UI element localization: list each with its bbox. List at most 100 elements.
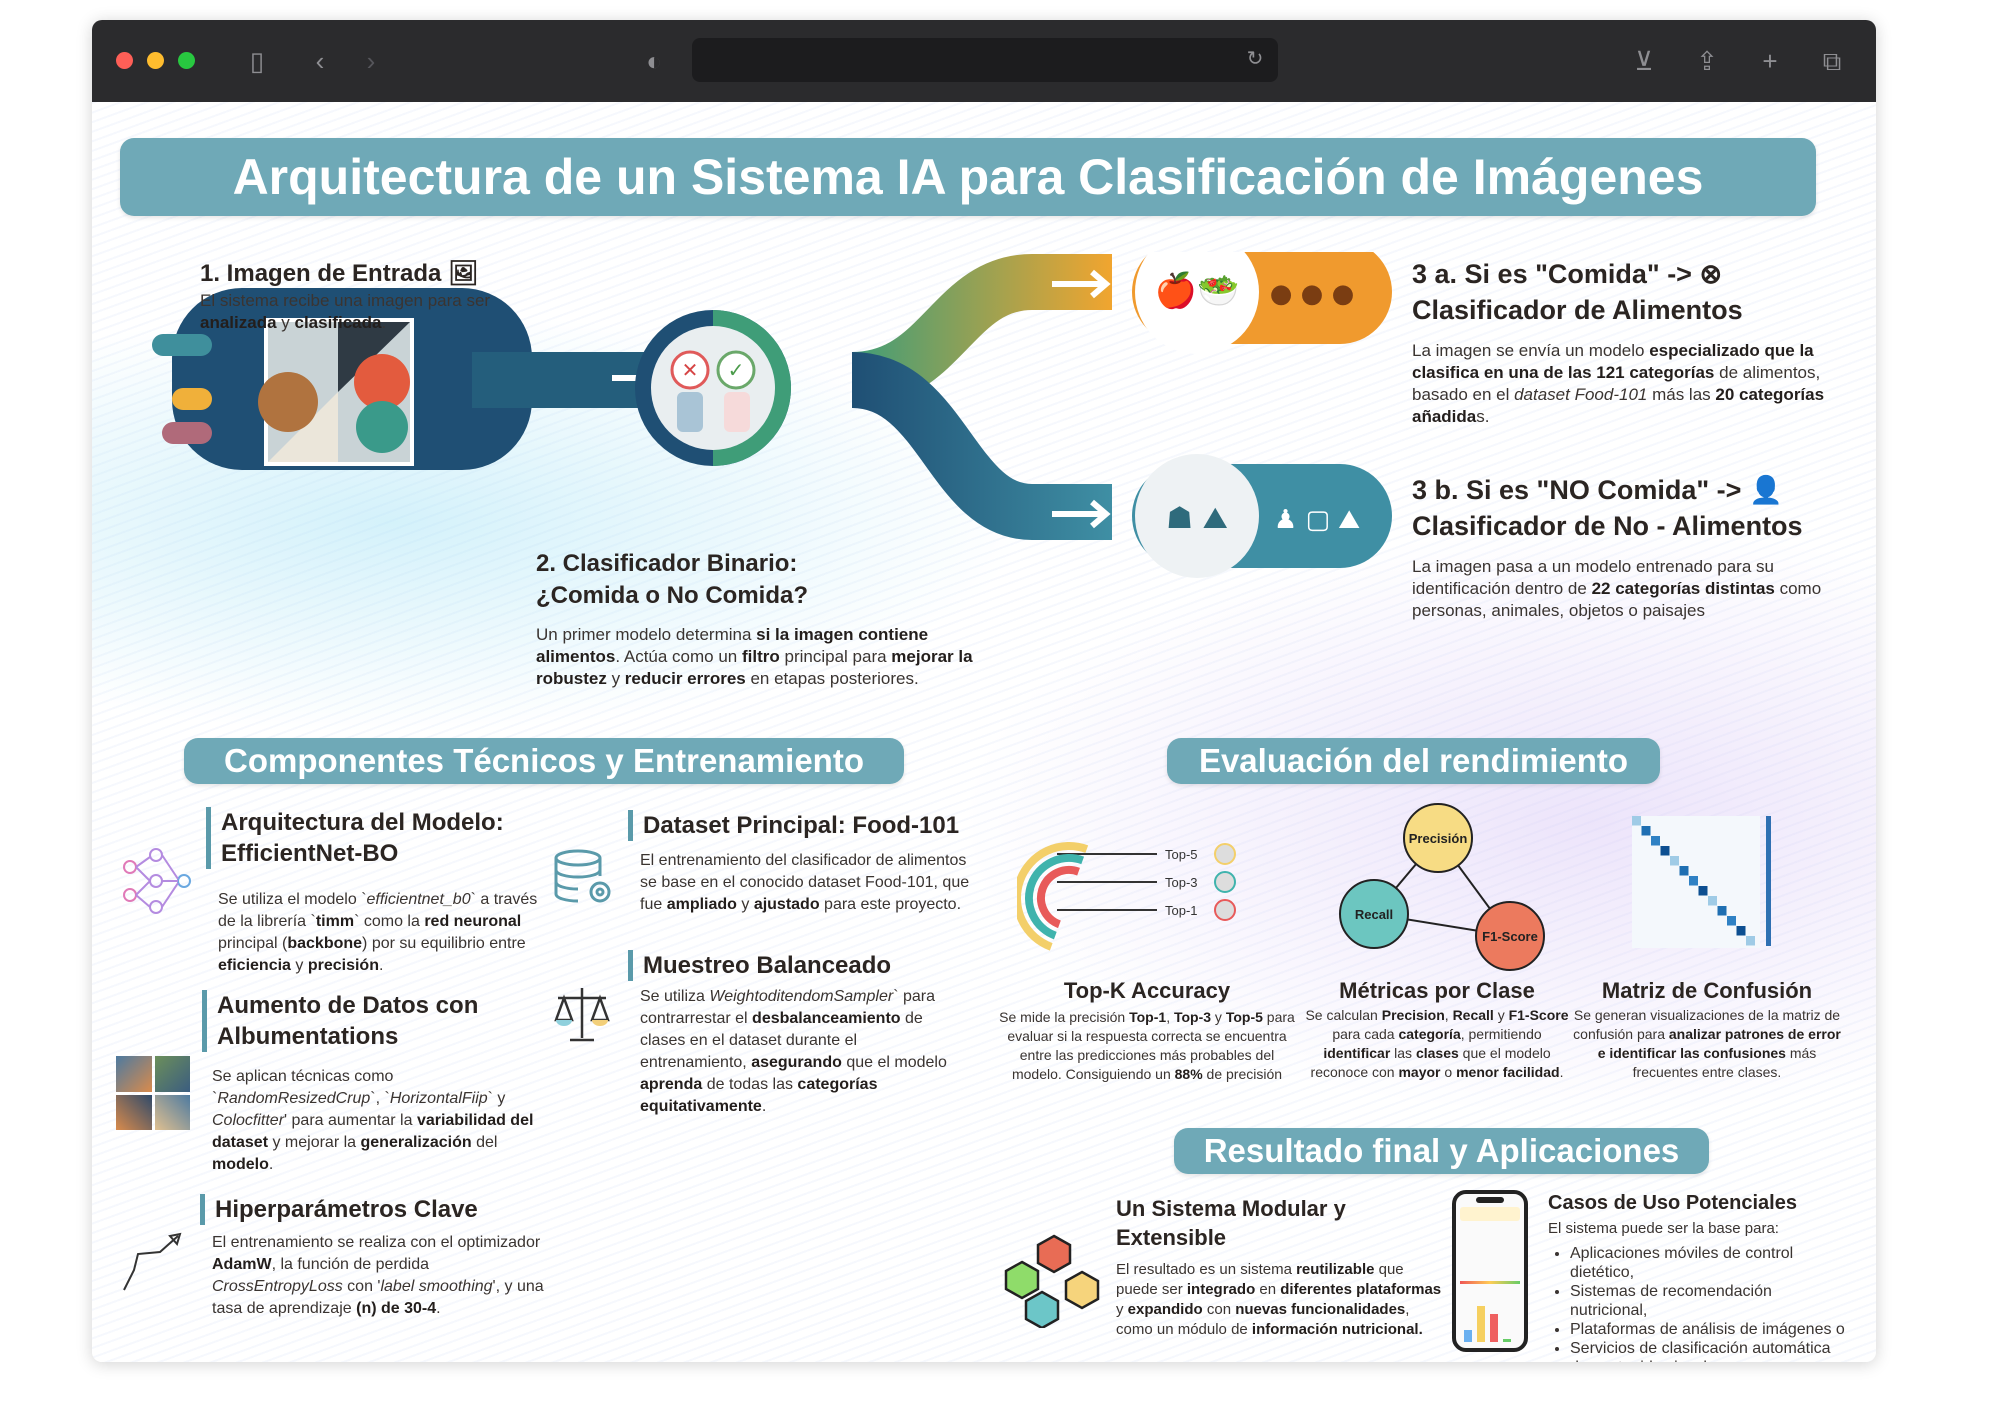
text-segment: y	[290, 957, 308, 974]
text-segment: y	[1493, 1007, 1509, 1023]
component-description: El entrenamiento se realiza con el optim…	[212, 1232, 562, 1320]
text-segment: AdamW	[212, 1256, 272, 1273]
results-banner: Resultado final y Aplicaciones	[1174, 1128, 1709, 1174]
address-bar[interactable]: ↻	[692, 38, 1278, 82]
component-description: Se utiliza el modelo `efficientnet_b0` a…	[218, 889, 538, 977]
reload-icon[interactable]: ↻	[1246, 48, 1264, 70]
tabs-icon[interactable]: ⧉	[1822, 46, 1842, 76]
text-segment: categoría	[1398, 1026, 1461, 1042]
metric-node	[1339, 879, 1409, 949]
text-segment: clases	[1415, 1045, 1459, 1061]
balance-scale-icon	[554, 988, 610, 1042]
text-segment: asegurando	[751, 1054, 842, 1071]
share-icon[interactable]: ⇪	[1696, 46, 1718, 76]
new-tab-icon[interactable]: +	[1762, 46, 1778, 76]
text-segment: Recall	[1452, 1007, 1494, 1023]
component-description: El entrenamiento del clasificador de ali…	[640, 850, 970, 916]
text-segment: categorías equitativamente	[640, 1076, 878, 1115]
step3b-title-line2: Clasificador de No - Alimentos	[1412, 511, 1803, 541]
minimize-window-button[interactable]	[147, 52, 164, 69]
text-segment: ajustado	[753, 896, 820, 913]
text-segment: El entrenamiento del clasificador de ali…	[640, 852, 970, 913]
text-segment: de todas las	[702, 1076, 798, 1093]
text-segment: El resultado es un sistema	[1116, 1261, 1297, 1278]
text-segment: reutilizable	[1296, 1261, 1375, 1278]
neural-network-icon	[123, 848, 191, 914]
text-segment: reducir errores	[624, 669, 746, 688]
text-segment: , como un módulo de	[1116, 1301, 1410, 1338]
use-cases-list: Aplicaciones móviles de control dietétic…	[1548, 1244, 1848, 1362]
topk-badge	[1214, 899, 1236, 921]
component-title: Arquitectura del Modelo: EfficientNet-BO	[206, 807, 526, 869]
user-icon: 👤	[1748, 475, 1783, 505]
text-segment: aprenda	[640, 1076, 703, 1093]
browser-toolbar: ▯ ‹ › ◐ ↻ ⊻ ⇪ + ⧉	[92, 20, 1876, 102]
text-segment: Se utiliza el modelo `	[218, 891, 367, 908]
text-segment: mejorar la robustez	[536, 647, 973, 688]
text-segment: mayor	[1398, 1064, 1441, 1080]
text-segment: , permitiendo	[1460, 1026, 1542, 1042]
text-segment: del	[471, 1134, 498, 1151]
step3b-title-line1: 3 b. Si es "NO Comida" ->	[1412, 475, 1742, 505]
metric-node-label: Recall	[1355, 907, 1393, 922]
sidebar-icon[interactable]: ▯	[249, 46, 265, 76]
metric-node	[1475, 901, 1545, 971]
text-segment: .	[761, 1098, 767, 1115]
confusion-description: Se generan visualizaciones de la matriz …	[1572, 1006, 1842, 1082]
reject-icon	[670, 350, 710, 390]
topk-title: Top-K Accuracy	[1063, 978, 1231, 1003]
text-segment: de precisión	[1202, 1066, 1283, 1082]
text-segment: F1-Score	[1508, 1007, 1569, 1023]
text-segment: El sistema recibe una imagen para ser	[200, 291, 491, 310]
text-segment: principal para	[779, 647, 892, 666]
text-segment: en	[1255, 1281, 1281, 1298]
text-segment: más las	[1647, 385, 1716, 404]
text-segment: Precision	[1381, 1007, 1445, 1023]
download-icon[interactable]: ⊻	[1634, 46, 1654, 76]
text-segment: generalización	[360, 1134, 472, 1151]
forward-icon[interactable]: ›	[366, 46, 376, 76]
text-segment: y mejorar la	[268, 1134, 361, 1151]
text-segment: información nutricional.	[1251, 1321, 1423, 1338]
matrix-cell	[1717, 906, 1727, 916]
text-segment: Un primer modelo determina	[536, 625, 757, 644]
text-segment: como personas, animales, objetos o paisa…	[1412, 579, 1822, 620]
text-segment: desbalanceamiento	[752, 1010, 901, 1027]
text-segment: modelo	[212, 1156, 269, 1173]
component-title: Aumento de Datos con Albumentations	[202, 990, 522, 1052]
close-window-button[interactable]	[116, 52, 133, 69]
text-segment: El entrenamiento se realiza con el optim…	[212, 1234, 541, 1251]
step2-title-line2: ¿Comida o No Comida?	[536, 582, 808, 609]
shield-icon[interactable]: ◐	[646, 46, 662, 76]
topk-label: Top-5	[1165, 847, 1198, 862]
metric-node-label: F1-Score	[1482, 929, 1538, 944]
confusion-matrix-heatmap	[1632, 816, 1771, 948]
text-segment: las	[1390, 1045, 1416, 1061]
text-segment: en etapas posteriores.	[745, 669, 919, 688]
text-segment: red neuronal	[424, 913, 522, 930]
use-cases-title: Casos de Uso Potenciales	[1548, 1192, 1797, 1214]
text-segment: y	[276, 313, 295, 332]
text-segment: backbone	[287, 935, 363, 952]
text-segment: nuevas funcionalidades	[1235, 1301, 1406, 1318]
text-segment: La imagen se envía un modelo	[1412, 341, 1650, 360]
matrix-cell	[1736, 926, 1746, 936]
matrix-cell	[1651, 836, 1660, 846]
text-segment: de clases en el dataset durante el entre…	[640, 1010, 923, 1071]
text-segment: timm	[315, 913, 355, 930]
text-segment: si la imagen contiene alimentos	[536, 625, 929, 666]
step2-description: Un primer modelo determina si la imagen …	[536, 624, 1006, 690]
component-description: Se aplican técnicas como `RandomResizedC…	[212, 1066, 552, 1176]
maximize-window-button[interactable]	[178, 52, 195, 69]
text-segment: expandido	[1127, 1301, 1203, 1318]
text-segment: , la función de perdida	[271, 1256, 430, 1273]
use-case-item: Sistemas de recomendación nutricional,	[1570, 1282, 1848, 1320]
components-banner: Componentes Técnicos y Entrenamiento	[184, 738, 904, 784]
phone-app-mockup	[1452, 1190, 1528, 1352]
confusion-title: Matriz de Confusión	[1601, 978, 1813, 1003]
step3a-title-line2: Clasificador de Alimentos	[1412, 295, 1743, 325]
text-segment: ', y una tasa de aprendizaje	[212, 1278, 544, 1317]
topk-arc	[1017, 842, 1089, 951]
back-icon[interactable]: ‹	[315, 46, 325, 76]
svg-text:✓: ✓	[728, 358, 745, 382]
